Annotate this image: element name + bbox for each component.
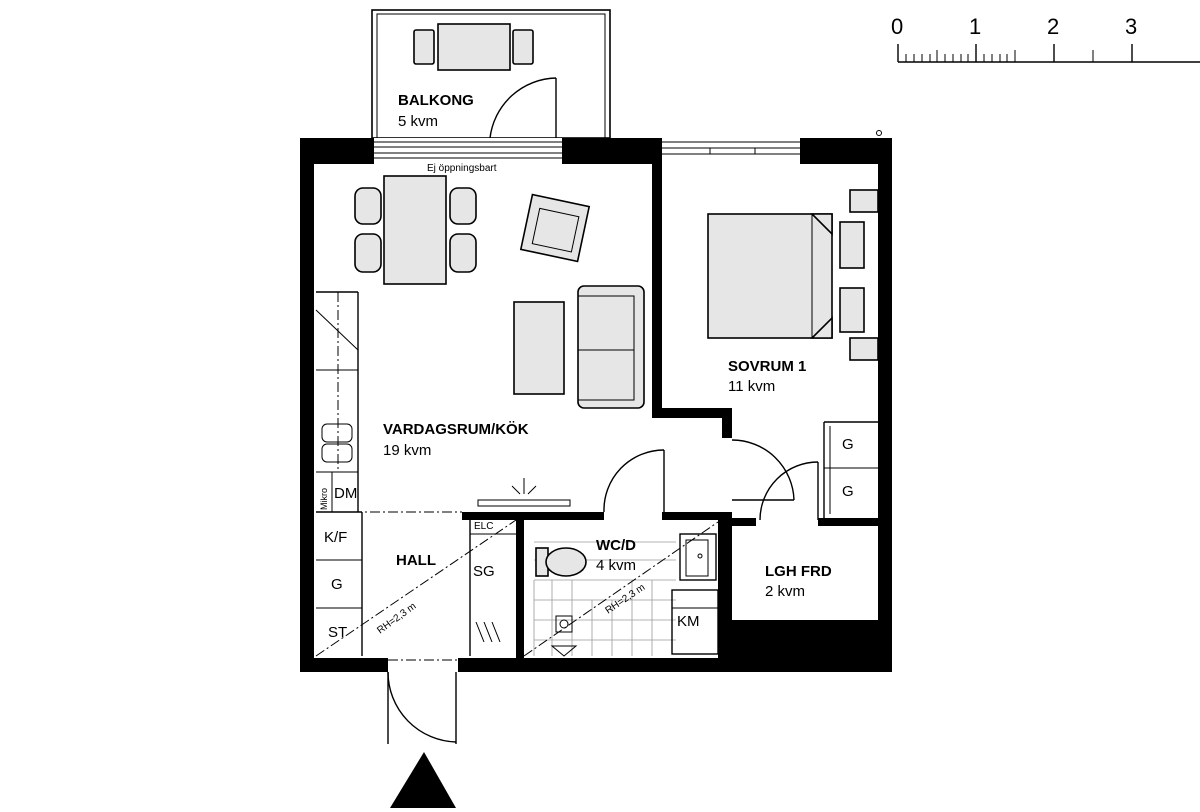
coffee-table xyxy=(513,301,565,395)
bed xyxy=(707,189,879,361)
armchair xyxy=(519,193,591,263)
dm-label: DM xyxy=(334,485,357,502)
dining-set xyxy=(354,175,477,285)
balcony xyxy=(371,9,611,139)
st-label: ST xyxy=(328,624,347,641)
wc-door xyxy=(603,449,665,513)
kf-label: K/F xyxy=(324,529,347,546)
kitchen-counter xyxy=(315,291,359,512)
room-name-lgh: LGH FRD xyxy=(765,563,832,580)
room-area-lgh: 2 kvm xyxy=(765,583,805,600)
room-area-wc: 4 kvm xyxy=(596,557,636,574)
room-name-balkong: BALKONG xyxy=(398,92,474,109)
km-label: KM xyxy=(677,613,700,630)
mikro-label: Mikro xyxy=(319,488,329,510)
window-note: Ej öppningsbart xyxy=(427,163,497,174)
g-upper-label: G xyxy=(842,436,854,453)
scale-tick-1: 1 xyxy=(969,14,981,39)
bedroom-door xyxy=(731,439,795,501)
closet xyxy=(469,520,516,656)
room-name-vardagsrum: VARDAGSRUM/KÖK xyxy=(383,421,529,438)
shower-drain-icon xyxy=(550,615,578,657)
room-name-wc: WC/D xyxy=(596,537,636,554)
wardrobe xyxy=(823,421,878,518)
scale-tick-2: 2 xyxy=(1047,14,1059,39)
room-name-hall: HALL xyxy=(396,552,436,569)
scale-tick-0: 0 xyxy=(891,14,903,39)
entrance-door xyxy=(387,671,457,808)
room-area-sovrum: 11 kvm xyxy=(728,378,775,395)
light-fixture xyxy=(511,478,537,495)
entrance-arrow xyxy=(390,752,456,808)
scale-bar: 0 1 2 3 xyxy=(891,14,1200,63)
g-lower-label: G xyxy=(842,483,854,500)
room-area-vardagsrum: 19 kvm xyxy=(383,442,431,459)
washing-machine xyxy=(671,589,719,655)
walls xyxy=(300,138,892,672)
rh-hall-label: RH=2,3 m xyxy=(375,601,418,637)
toilet-icon xyxy=(535,547,587,577)
lgh-door xyxy=(759,461,819,521)
elc-label: ELC xyxy=(474,521,493,532)
scale-tick-3: 3 xyxy=(1125,14,1137,39)
sofa xyxy=(577,285,645,409)
radiator xyxy=(477,499,571,507)
sink-icon xyxy=(679,533,717,581)
g-hall-label: G xyxy=(331,576,343,593)
windows xyxy=(374,138,800,164)
room-area-balkong: 5 kvm xyxy=(398,113,438,130)
room-name-sovrum: SOVRUM 1 xyxy=(728,358,806,375)
rh-wc-label: RH=2,3 m xyxy=(604,582,648,616)
sg-label: SG xyxy=(473,563,495,580)
north-marker-dot xyxy=(876,130,882,136)
